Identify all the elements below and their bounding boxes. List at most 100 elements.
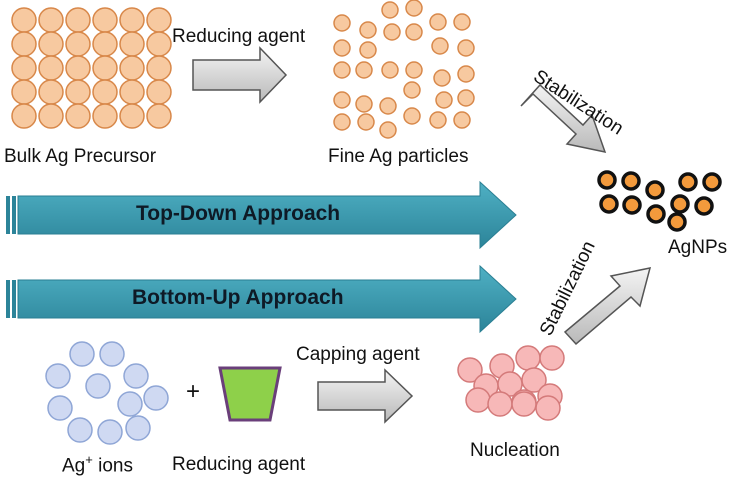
nucleation-particle xyxy=(487,391,513,417)
fine-particle xyxy=(381,61,399,79)
bulk-particle xyxy=(119,55,145,81)
fine-particle xyxy=(405,23,423,41)
ag-ion xyxy=(123,363,149,389)
bulk-particle xyxy=(65,7,91,33)
fine-particle xyxy=(457,89,475,107)
bulk-particle xyxy=(38,79,64,105)
fine-particle xyxy=(379,121,397,139)
fine-particle xyxy=(435,91,453,109)
nucleation-particle xyxy=(457,357,483,383)
ag-ions-label: Ag+ ions xyxy=(62,452,133,477)
silver-nanoparticle xyxy=(622,195,642,215)
capping-agent-arrow xyxy=(317,368,414,424)
bulk-particle xyxy=(119,31,145,57)
bulk-particle xyxy=(65,103,91,129)
silver-nanoparticle xyxy=(597,170,617,190)
bulk-ag-precursor-grid xyxy=(11,7,172,129)
silver-nanoparticle xyxy=(621,171,641,191)
ag-ion xyxy=(97,419,123,445)
ag-ion xyxy=(69,341,95,367)
capping-agent-label: Capping agent xyxy=(296,344,420,365)
fine-particle xyxy=(383,23,401,41)
bulk-particle xyxy=(146,7,172,33)
ag-ions-superscript: + xyxy=(85,452,93,467)
bulk-particle xyxy=(146,31,172,57)
fine-particle xyxy=(355,61,373,79)
bottom-up-band xyxy=(6,264,517,334)
agnps-label: AgNPs xyxy=(668,237,728,258)
silver-nanoparticle xyxy=(599,194,619,214)
ag-ion xyxy=(125,415,151,441)
bottom-up-approach-label: Bottom-Up Approach xyxy=(132,286,344,309)
nucleation-particle xyxy=(511,391,537,417)
fine-particle xyxy=(333,91,351,109)
bulk-particle xyxy=(11,31,37,57)
fine-particle xyxy=(431,37,449,55)
ag-ions-cluster xyxy=(45,341,169,445)
reducing-agent-cup-icon xyxy=(218,366,282,422)
fine-ag-particles-label: Fine Ag particles xyxy=(328,146,469,167)
fine-particle xyxy=(381,1,399,19)
silver-nanoparticle xyxy=(694,196,714,216)
stabilization-arrow-top xyxy=(520,83,607,154)
ag-ion xyxy=(99,341,125,367)
silver-nanoparticle xyxy=(645,180,665,200)
bulk-particle xyxy=(65,55,91,81)
agnps-cluster xyxy=(597,170,722,232)
bulk-particle xyxy=(65,79,91,105)
silver-nanoparticle xyxy=(667,212,687,232)
ag-ion xyxy=(143,385,169,411)
bulk-particle xyxy=(65,31,91,57)
fine-particle xyxy=(453,111,471,129)
fine-particle xyxy=(429,13,447,31)
fine-particle xyxy=(333,14,351,32)
fine-particle xyxy=(457,65,475,83)
nucleation-particle xyxy=(521,367,547,393)
fine-particle xyxy=(357,113,375,131)
bulk-particle xyxy=(38,55,64,81)
bulk-particle xyxy=(146,103,172,129)
bulk-particle xyxy=(11,55,37,81)
fine-particle xyxy=(333,113,351,131)
nucleation-label: Nucleation xyxy=(470,440,560,461)
fine-particle xyxy=(359,21,377,39)
reducing-agent-bottom-label: Reducing agent xyxy=(172,454,306,475)
bulk-ag-precursor-label: Bulk Ag Precursor xyxy=(4,146,157,167)
nucleation-cluster xyxy=(457,345,565,421)
top-down-band xyxy=(6,180,517,250)
silver-nanoparticle xyxy=(646,204,666,224)
bulk-particle xyxy=(146,79,172,105)
ag-ion xyxy=(117,391,143,417)
ag-ions-suffix: ions xyxy=(92,455,133,477)
reducing-agent-top-label: Reducing agent xyxy=(172,26,306,47)
silver-nanoparticle xyxy=(678,172,698,192)
bulk-particle xyxy=(11,103,37,129)
nucleation-particle xyxy=(539,345,565,371)
fine-particle xyxy=(457,39,475,57)
bulk-particle xyxy=(38,103,64,129)
fine-particle xyxy=(405,0,423,17)
silver-nanoparticle xyxy=(702,172,722,192)
fine-particle xyxy=(405,61,423,79)
bulk-particle xyxy=(92,79,118,105)
bulk-particle xyxy=(38,7,64,33)
ag-ion xyxy=(47,395,73,421)
bulk-particle xyxy=(119,103,145,129)
fine-particle xyxy=(433,69,451,87)
nucleation-particle xyxy=(465,387,491,413)
ag-ion xyxy=(85,373,111,399)
fine-particle xyxy=(355,95,373,113)
fine-particle xyxy=(403,107,421,125)
bulk-particle xyxy=(92,103,118,129)
top-down-approach-label: Top-Down Approach xyxy=(136,202,341,225)
ag-ions-prefix: Ag xyxy=(62,455,86,477)
nucleation-particle xyxy=(515,345,541,371)
bulk-particle xyxy=(38,31,64,57)
bulk-particle xyxy=(11,7,37,33)
fine-particle xyxy=(429,111,447,129)
bulk-particle xyxy=(146,55,172,81)
nucleation-particle xyxy=(535,395,561,421)
ag-ion xyxy=(45,363,71,389)
